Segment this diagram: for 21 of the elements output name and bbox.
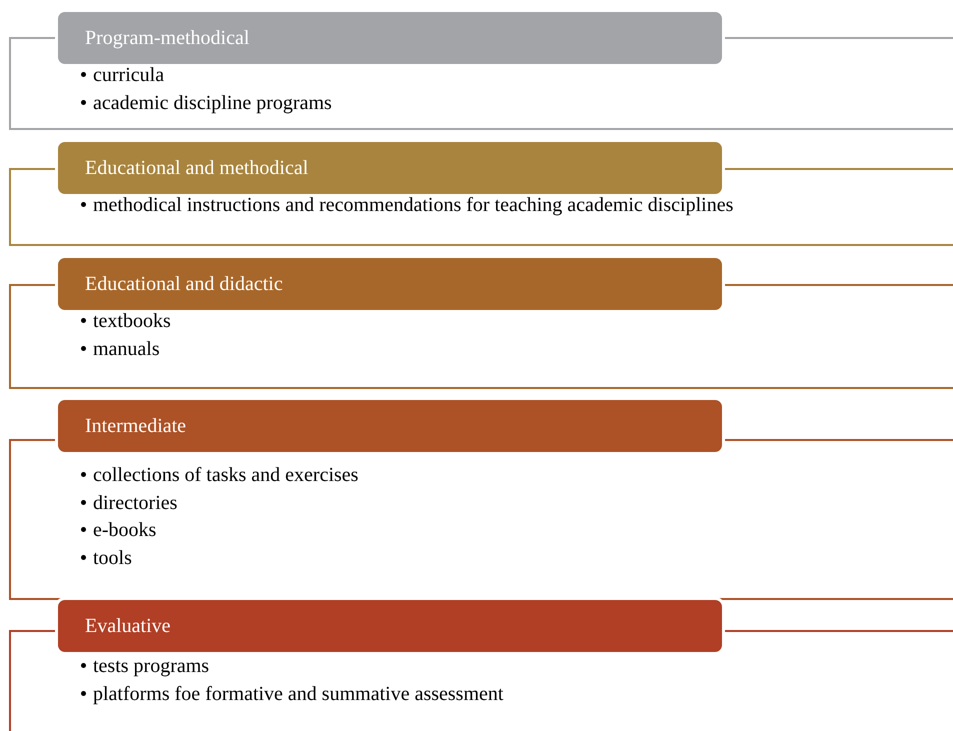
header-title: Evaluative — [85, 614, 171, 638]
list-item-text: methodical instructions and recommendations for teaching academic disciplines — [93, 194, 734, 216]
list-item-text: textbooks — [93, 310, 171, 332]
list-item-text: directories — [93, 492, 178, 514]
header-title: Program-methodical — [85, 26, 250, 50]
list-item-text: platforms foe formative and summative assessment — [93, 682, 504, 704]
header-title: Educational and methodical — [85, 156, 308, 180]
category-header — [58, 12, 722, 64]
list-item-text: curricula — [93, 64, 164, 86]
header-title: Educational and didactic — [85, 272, 283, 296]
category-header — [58, 258, 722, 310]
list-item-text: tools — [93, 546, 132, 568]
list-item-text: e-books — [93, 519, 156, 541]
list-item-text: tests programs — [93, 655, 210, 677]
list-item-text: manuals — [93, 338, 160, 360]
header-title: Intermediate — [85, 414, 186, 438]
category-header — [58, 400, 722, 452]
list-item-text: collections of tasks and exercises — [93, 464, 358, 486]
category-header — [58, 142, 722, 194]
list-item-text: academic discipline programs — [93, 92, 332, 114]
category-header — [58, 600, 722, 652]
